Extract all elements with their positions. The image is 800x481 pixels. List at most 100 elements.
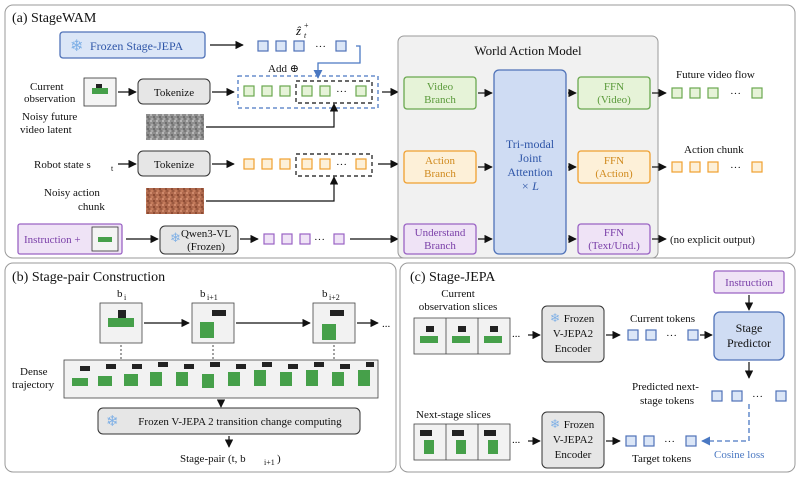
noisy-action-label-1: Noisy action <box>44 187 100 199</box>
ffn-text-box <box>577 223 651 255</box>
svg-text:+: + <box>304 21 309 30</box>
cosine-loss-arrow <box>701 404 750 446</box>
tri-label-1: Tri-modal <box>506 137 555 151</box>
video-latent-dashed-box <box>237 75 379 109</box>
panel-c-frame <box>399 262 796 473</box>
stage-predictor-label-1: Stage <box>736 321 763 335</box>
target-tokens-label: Target tokens <box>632 453 691 465</box>
current-obs-thumbnail <box>83 77 117 107</box>
qwen-label-2: (Frozen) <box>187 241 225 253</box>
stage-predictor-box <box>713 311 785 361</box>
understand-branch-box <box>403 223 477 255</box>
panel-c-title: (c) Stage-JEPA <box>410 270 496 285</box>
tokenize-label-1: Tokenize <box>154 87 194 99</box>
instruction-label: Instruction + <box>24 234 81 246</box>
svg-text:i+1: i+1 <box>207 293 218 302</box>
current-obs-label-1: Current <box>30 81 64 93</box>
action-branch-label-1: Action <box>425 155 455 167</box>
keyframe-bi2 <box>312 302 356 344</box>
tokenize-box-1 <box>137 78 211 105</box>
target-tokens-dots: ··· <box>664 436 675 448</box>
future-video-tokens <box>671 87 763 99</box>
current-slices-label-2: observation slices <box>419 301 498 313</box>
action-tokens <box>243 158 367 170</box>
arrow-noise-to-video <box>206 103 339 128</box>
predicted-tokens <box>711 390 787 402</box>
panel-a-title: (a) StageWAM <box>12 11 97 26</box>
understand-branch-label-2: Branch <box>424 240 456 252</box>
text-dots: ··· <box>314 234 325 246</box>
panel-c-instruction-label: Instruction <box>725 277 773 289</box>
svg-text:i: i <box>124 293 127 302</box>
video-noisy-dashed-box <box>295 80 373 104</box>
z-dots: ··· <box>315 41 326 53</box>
z-hat-label: ẑ t + <box>295 21 309 40</box>
current-slices-strip <box>413 317 511 355</box>
tri-label-3: Attention <box>507 165 552 179</box>
boundary-label-bi1: b i+1 <box>200 288 218 302</box>
frozen-vjepa-transition-box <box>97 407 361 435</box>
future-video-flow-label: Future video flow <box>676 69 755 81</box>
ffn-action-label-2: (Action) <box>595 168 633 180</box>
noise-image-video <box>146 114 204 140</box>
predicted-label-2: stage tokens <box>640 395 694 407</box>
tri-modal-attention-box <box>493 69 567 255</box>
frozen-vjepa-transition-label: Frozen V-JEPA 2 transition change comput… <box>138 416 342 428</box>
ffn-text-label-1: FFN <box>604 227 624 239</box>
svg-text:i+1: i+1 <box>264 458 275 467</box>
ffn-video-label-1: FFN <box>604 81 624 93</box>
action-branch-box <box>403 150 477 184</box>
understand-branch-label-1: Understand <box>415 227 466 239</box>
ffn-video-box <box>577 76 651 110</box>
boundary-label-bi: b i <box>117 288 127 302</box>
arrow-noise-to-action <box>206 176 339 202</box>
arrow-z-to-add <box>313 45 361 79</box>
noisy-future-label-1: Noisy future <box>22 111 77 123</box>
tri-label-4: × L <box>521 179 539 193</box>
video-branch-label-2: Branch <box>424 94 456 106</box>
panel-c-instruction-box <box>713 270 785 294</box>
frozen-stage-jepa-box <box>59 31 206 59</box>
svg-text:Stage-pair (t, b: Stage-pair (t, b <box>180 453 246 465</box>
future-video-dots: ··· <box>730 88 741 100</box>
noisy-future-label-2: video latent <box>20 124 72 136</box>
next-slices-strip <box>413 423 511 461</box>
action-branch-label-2: Branch <box>424 168 456 180</box>
encoder-box-1 <box>541 305 605 363</box>
frozen-stage-jepa-label: Frozen Stage-JEPA <box>90 39 184 53</box>
noisy-action-label-2: chunk <box>78 201 105 213</box>
encoder-1-label-1: Frozen <box>564 313 595 325</box>
ffn-action-label-1: FFN <box>604 155 624 167</box>
current-slices-label-1: Current <box>441 288 475 300</box>
action-chunk-label: Action chunk <box>684 144 744 156</box>
encoder-2-snowflake-icon: ❄ <box>550 417 560 431</box>
video-branch-box <box>403 76 477 110</box>
svg-text:i+2: i+2 <box>329 293 340 302</box>
svg-text:ẑ: ẑ <box>295 23 302 38</box>
cosine-loss-label: Cosine loss <box>714 449 764 461</box>
keyframe-bi1 <box>191 302 235 344</box>
no-output-label: (no explicit output) <box>670 234 755 246</box>
dense-label-2: trajectory <box>12 379 55 391</box>
next-slices-label: Next-stage slices <box>416 409 491 421</box>
stage-pair-label: Stage-pair (t, b i+1 ) <box>180 453 281 467</box>
tokenize-box-2 <box>137 150 211 177</box>
z-hat-tokens <box>257 40 347 52</box>
encoder-box-2 <box>541 411 605 469</box>
current-tokens-label: Current tokens <box>630 313 695 325</box>
action-noisy-dashed-box <box>295 153 373 177</box>
encoder-1-label-2: V-JEPA2 <box>553 328 593 340</box>
ffn-action-box <box>577 150 651 184</box>
noise-image-action <box>146 188 204 214</box>
ffn-text-label-2: (Text/Und.) <box>588 240 640 252</box>
action-dots: ··· <box>336 159 347 171</box>
panel-a-frame <box>4 4 796 259</box>
dense-trajectory-strip <box>63 359 379 399</box>
keyframe-bi <box>99 302 143 344</box>
encoder-1-label-3: Encoder <box>555 343 592 355</box>
next-slices-ellipsis: ... <box>512 434 521 446</box>
qwen-label-1: Qwen3-VL <box>181 228 231 240</box>
svg-text:t: t <box>111 164 114 173</box>
encoder-1-snowflake-icon: ❄ <box>550 311 560 325</box>
predicted-label-1: Predicted next- <box>632 381 699 393</box>
